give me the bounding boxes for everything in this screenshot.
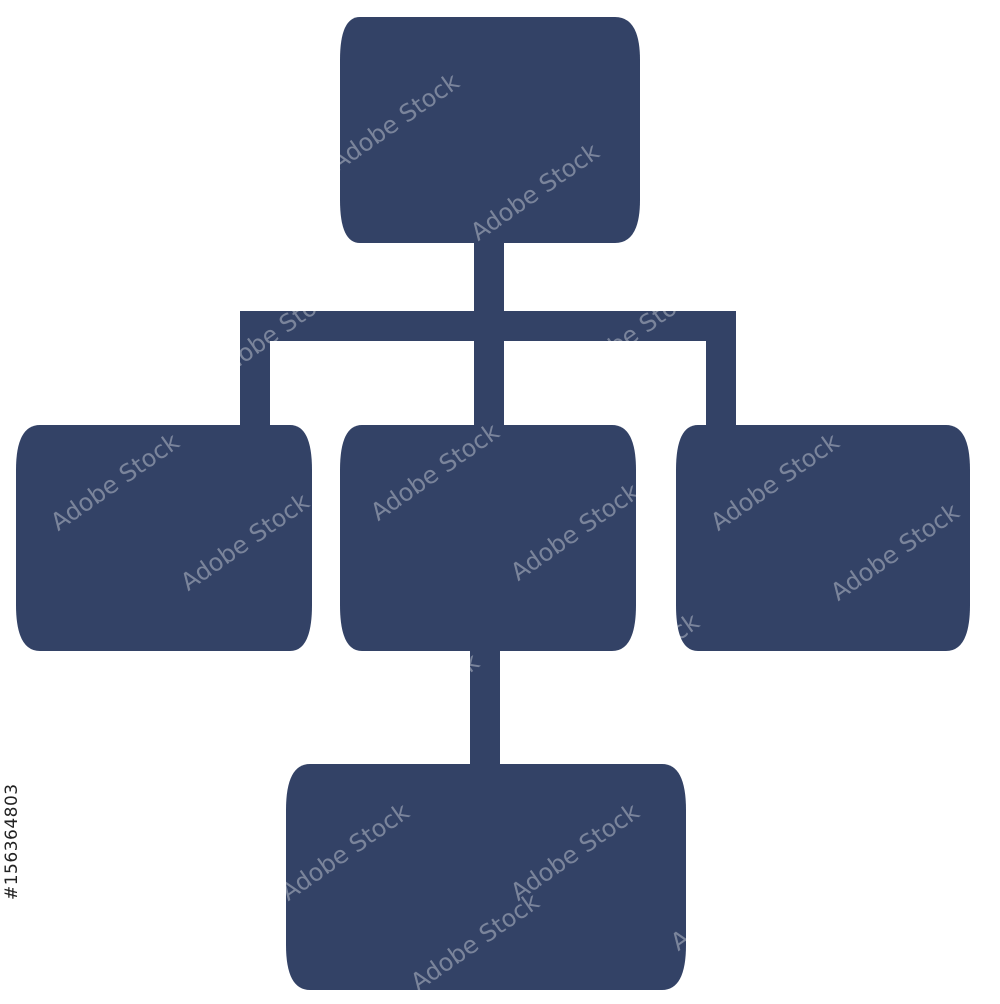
connector-middle-to-grandchild: [470, 640, 500, 775]
node-grandchild: [286, 764, 686, 990]
connector-right-drop: [706, 311, 736, 436]
connector-left-drop: [240, 311, 270, 436]
connector-middle-drop: [474, 311, 504, 436]
stock-id-label: #156364803: [2, 783, 22, 900]
node-child-left: [16, 425, 312, 651]
connectors: [240, 240, 736, 775]
node-root: [340, 17, 640, 243]
node-child-right: [676, 425, 970, 651]
nodes: [16, 17, 970, 990]
node-child-middle: [340, 425, 636, 651]
